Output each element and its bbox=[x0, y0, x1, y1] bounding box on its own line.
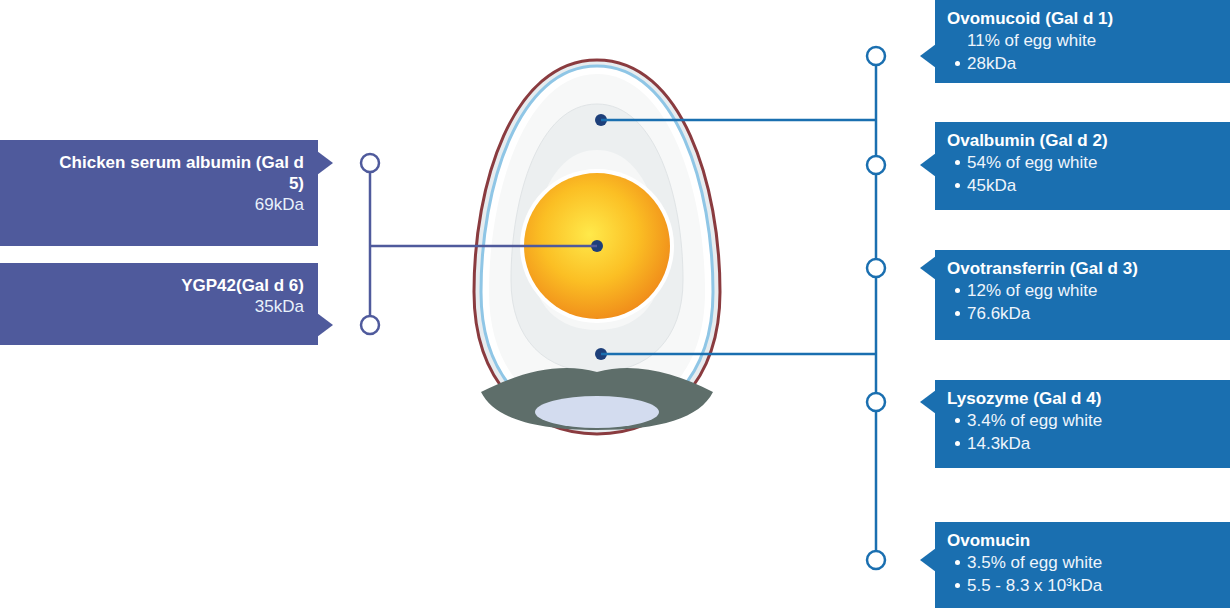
bullet-row: 5.5 - 8.3 x 10³kDa bbox=[947, 574, 1220, 597]
allergen-box: Chicken serum albumin (Gal d 5)69kDa bbox=[0, 140, 318, 246]
bracket-circle bbox=[867, 47, 885, 65]
bullet-row: 11% of egg white bbox=[947, 29, 1220, 52]
molecular-weight: 14.3kDa bbox=[967, 432, 1030, 455]
box-pointer bbox=[317, 313, 333, 337]
allergen-box: Ovomucoid (Gal d 1)11% of egg white28kDa bbox=[935, 0, 1230, 83]
bullet-dot bbox=[955, 441, 960, 446]
protein-name: Lysozyme (Gal d 4) bbox=[947, 388, 1220, 409]
bullet-row: 3.4% of egg white bbox=[947, 409, 1220, 432]
bracket-line bbox=[875, 56, 878, 560]
protein-name: Ovotransferrin (Gal d 3) bbox=[947, 258, 1220, 279]
bullet-row: 12% of egg white bbox=[947, 279, 1220, 302]
protein-name: YGP42(Gal d 6) bbox=[54, 275, 304, 296]
bracket-circle bbox=[867, 393, 885, 411]
bullet-dot bbox=[955, 583, 960, 588]
egg-white-inner bbox=[511, 104, 683, 372]
bracket-circle bbox=[867, 551, 885, 569]
allergen-box: YGP42(Gal d 6)35kDa bbox=[0, 263, 318, 345]
protein-name: Ovomucoid (Gal d 1) bbox=[947, 8, 1220, 29]
box-pointer bbox=[920, 256, 936, 280]
protein-name: Ovomucin bbox=[947, 530, 1220, 551]
bullet-row: 14.3kDa bbox=[947, 432, 1220, 455]
percentage: 3.4% of egg white bbox=[967, 409, 1102, 432]
bracket-circle bbox=[361, 154, 379, 172]
bracket-circle bbox=[867, 259, 885, 277]
box-pointer bbox=[920, 44, 936, 68]
bracket-circle bbox=[361, 316, 379, 334]
bullet-dot bbox=[955, 418, 960, 423]
bullet-dot bbox=[955, 61, 960, 66]
allergen-box: Lysozyme (Gal d 4)3.4% of egg white14.3k… bbox=[935, 380, 1230, 468]
molecular-weight: 69kDa bbox=[20, 194, 304, 216]
protein-name: Chicken serum albumin (Gal d 5) bbox=[54, 152, 304, 194]
molecular-weight: 5.5 - 8.3 x 10³kDa bbox=[967, 574, 1102, 597]
bullet-row: 45kDa bbox=[947, 174, 1220, 197]
percentage: 12% of egg white bbox=[967, 279, 1097, 302]
air-cell-highlight bbox=[535, 396, 659, 428]
bullet-row: 54% of egg white bbox=[947, 151, 1220, 174]
leader-line bbox=[601, 353, 876, 356]
allergen-box: Ovalbumin (Gal d 2)54% of egg white45kDa bbox=[935, 122, 1230, 210]
molecular-weight: 28kDa bbox=[967, 52, 1016, 75]
allergen-box: Ovotransferrin (Gal d 3)12% of egg white… bbox=[935, 250, 1230, 340]
bullet-dot bbox=[955, 183, 960, 188]
bullet-row: 3.5% of egg white bbox=[947, 551, 1220, 574]
molecular-weight: 35kDa bbox=[20, 296, 304, 318]
box-pointer bbox=[920, 390, 936, 414]
bullet-row: 28kDa bbox=[947, 52, 1220, 75]
bracket-line bbox=[369, 163, 372, 325]
bullet-dot bbox=[955, 288, 960, 293]
leader-line bbox=[370, 245, 597, 248]
leader-line bbox=[601, 119, 876, 122]
box-pointer bbox=[317, 151, 333, 175]
bracket-circle bbox=[867, 156, 885, 174]
bullet-row: 76.6kDa bbox=[947, 302, 1220, 325]
air-cell bbox=[481, 368, 713, 430]
percentage: 11% of egg white bbox=[967, 29, 1096, 52]
molecular-weight: 45kDa bbox=[967, 174, 1016, 197]
bullet-dot bbox=[955, 311, 960, 316]
bullet-dot bbox=[955, 560, 960, 565]
box-pointer bbox=[920, 153, 936, 177]
protein-box: Ovomucin3.5% of egg white5.5 - 8.3 x 10³… bbox=[935, 522, 1230, 608]
protein-name: Ovalbumin (Gal d 2) bbox=[947, 130, 1220, 151]
molecular-weight: 76.6kDa bbox=[967, 302, 1030, 325]
bullet-dot bbox=[955, 160, 960, 165]
box-pointer bbox=[920, 548, 936, 572]
percentage: 54% of egg white bbox=[967, 151, 1097, 174]
percentage: 3.5% of egg white bbox=[967, 551, 1102, 574]
